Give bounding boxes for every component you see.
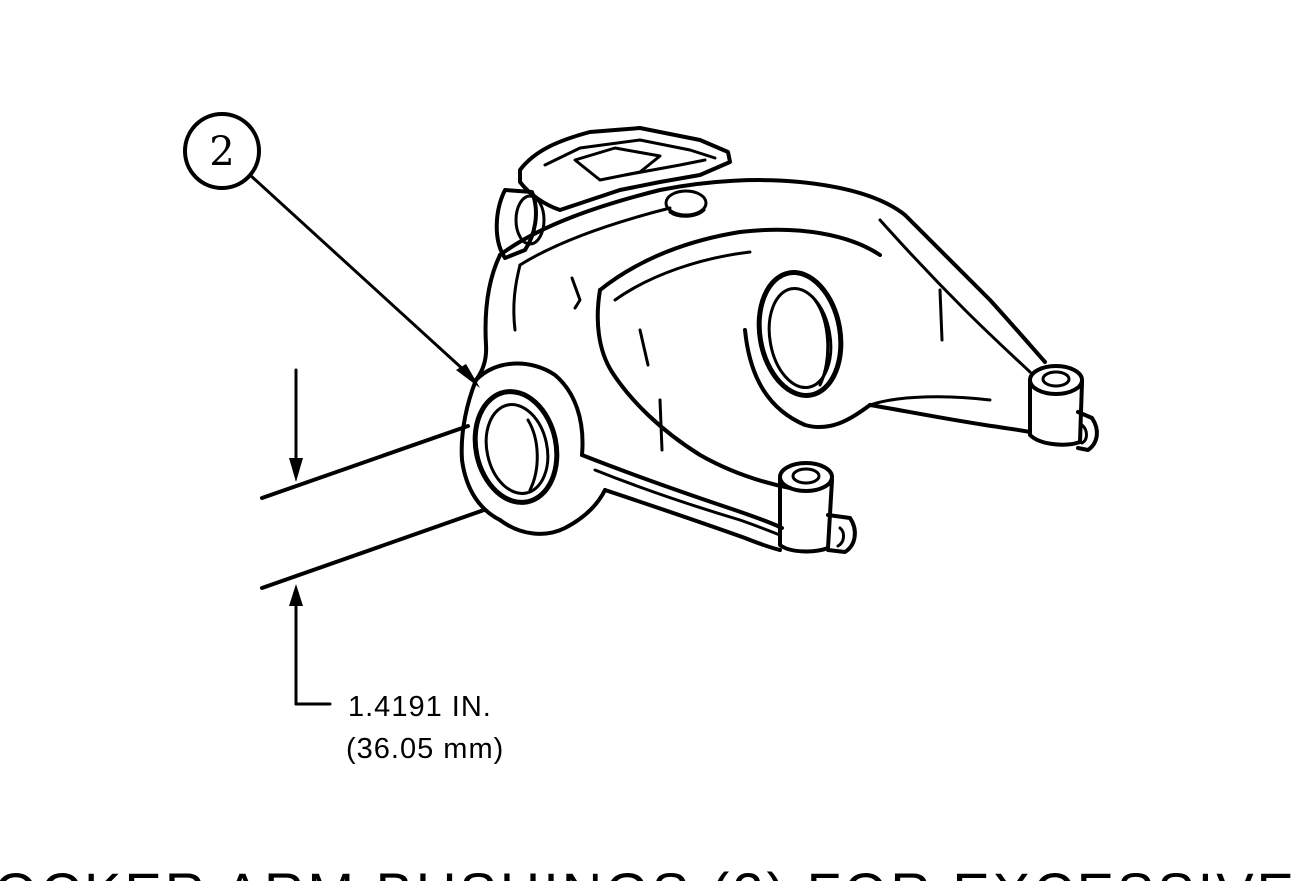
rocker-body [474, 178, 1047, 490]
caption: OCKER ARM BUSHINGS (2) FOR EXCESSIVE WEA… [0, 861, 1309, 881]
arrowhead-down [289, 458, 303, 482]
front-bushing-bore [459, 361, 607, 536]
callout-leader [248, 173, 468, 374]
dimension-arrows [289, 368, 332, 706]
callout-arrowhead [456, 364, 480, 388]
rocker-shaft [260, 424, 486, 590]
rocker-arm-assembly [260, 126, 1099, 590]
callout-number: 2 [209, 129, 234, 175]
arrowhead-up [289, 584, 303, 606]
top-boss [494, 126, 732, 260]
dimension-inches: 1.4191 IN. [348, 691, 492, 723]
middle-adjuster [778, 461, 857, 554]
callout-circle [183, 112, 261, 190]
dimension-millimeters: (36.05 mm) [346, 733, 504, 765]
right-adjuster [1028, 364, 1099, 452]
lower-arm [580, 453, 784, 552]
callout: 2 [183, 112, 480, 388]
